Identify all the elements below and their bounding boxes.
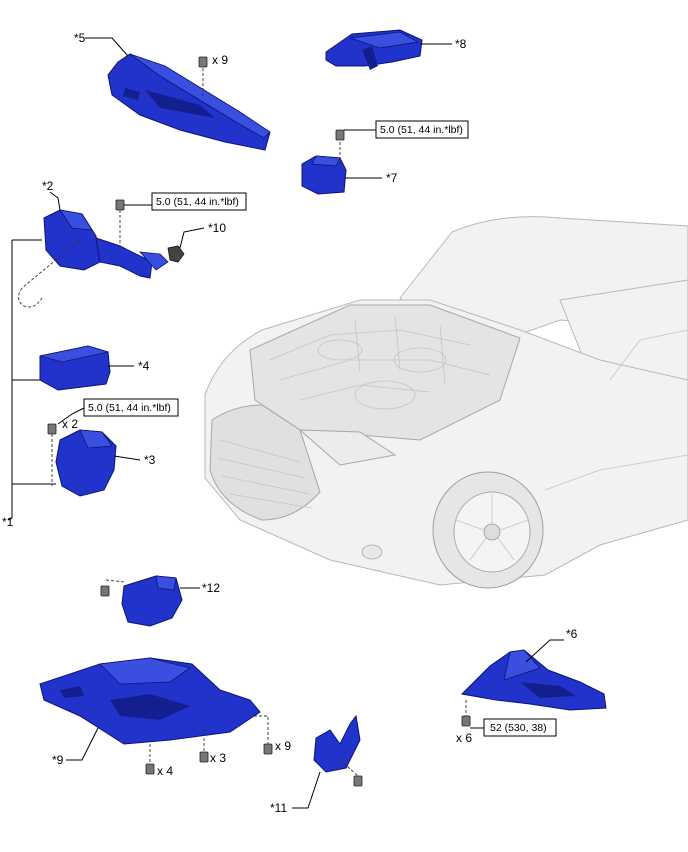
label-part-5: *5 [74, 31, 86, 45]
label-part-12: *12 [202, 581, 220, 595]
quantity-x2: x 2 [62, 417, 78, 431]
label-part-8: *8 [455, 37, 467, 51]
part-2-air-cleaner [18, 191, 169, 308]
torque-spec-7: 5.0 (51, 44 in.*lbf) [380, 124, 463, 136]
torque-spec-3: 5.0 (51, 44 in.*lbf) [88, 402, 171, 414]
vehicle-illustration [204, 216, 688, 589]
torque-box-6 [483, 718, 557, 737]
part-12-bracket [100, 575, 200, 627]
part-10-clip [167, 227, 205, 263]
part-3-bracket [47, 407, 141, 497]
part-6-side-cover [460, 639, 607, 729]
quantity-x6: x 6 [456, 731, 472, 745]
label-part-9: *9 [52, 753, 64, 767]
torque-spec-6: 52 (530, 38) [490, 722, 547, 734]
part-8-cover [325, 29, 452, 70]
part-5-panel [85, 37, 271, 151]
label-part-2: *2 [42, 179, 54, 193]
quantity-x4: x 4 [157, 764, 173, 778]
part-11-bracket [292, 714, 363, 809]
quantity-x3: x 3 [210, 751, 226, 765]
torque-box-7 [375, 120, 469, 139]
quantity-x9-bottom: x 9 [275, 739, 291, 753]
torque-spec-2: 5.0 (51, 44 in.*lbf) [156, 196, 239, 208]
part-4-ecu [39, 345, 134, 391]
torque-box-2 [151, 192, 247, 211]
label-part-7: *7 [386, 171, 398, 185]
label-part-11: *11 [270, 801, 287, 815]
part-9-under-cover [39, 657, 273, 775]
label-part-4: *4 [138, 359, 150, 373]
label-part-6: *6 [566, 627, 578, 641]
label-part-10: *10 [208, 221, 226, 235]
label-part-1: *1 [2, 515, 14, 529]
torque-box-3 [83, 398, 179, 417]
quantity-x9-top: x 9 [212, 53, 228, 67]
assembly-1-bracket [7, 239, 56, 521]
label-part-3: *3 [144, 453, 156, 467]
part-7-module [301, 129, 382, 195]
